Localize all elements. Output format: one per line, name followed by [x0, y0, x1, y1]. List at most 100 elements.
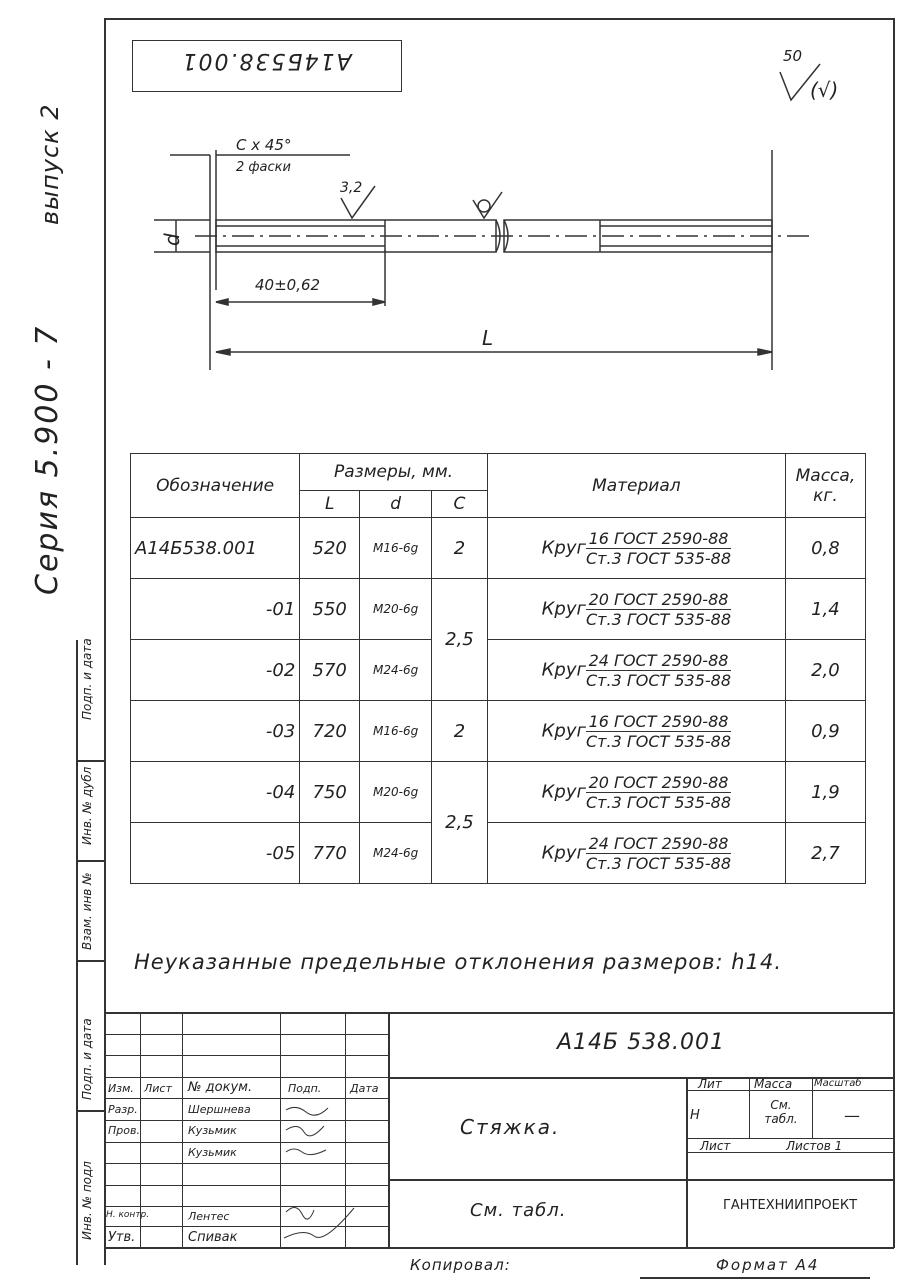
cell-L: 770 [299, 822, 361, 884]
stamp-replace-inv: Взам. инв № [80, 872, 94, 950]
tb-hsep-code [388, 1077, 894, 1079]
stamp-sign-date-1: Подп. и дата [80, 638, 94, 720]
cell-L: 750 [299, 761, 361, 823]
stamp-orig-inv: Инв. № подл [80, 1161, 94, 1240]
tb-col-sheet: Лист [144, 1082, 172, 1095]
material-num: 20 ГОСТ 2590-88 [585, 590, 732, 610]
chamfer-label: С х 45° [236, 136, 292, 154]
cell-d: М24-6g [359, 822, 433, 884]
tb-mass-value: См. табл. [764, 1098, 798, 1126]
format-underline [640, 1277, 870, 1279]
frame-right [893, 18, 895, 1248]
surface-label: 3,2 [340, 180, 363, 196]
tb-material: См. табл. [470, 1200, 567, 1221]
cell-c: 2,5 [431, 761, 488, 884]
col-mass: Масса, кг. [784, 453, 867, 518]
tb-lit-label: Лит [698, 1077, 722, 1091]
stamp-divider-2 [76, 860, 105, 862]
cell-designation: А14Б538.001 [129, 517, 301, 579]
grid-v1 [140, 1012, 141, 1247]
top-code: А14Б538.001 [180, 48, 352, 73]
cell-mass: 1,4 [784, 578, 867, 640]
material-num: 16 ГОСТ 2590-88 [585, 529, 732, 549]
tb-hsep-sheet2 [686, 1152, 894, 1153]
cell-c: 2,5 [431, 578, 488, 701]
cell-designation: -05 [129, 822, 301, 884]
material-word: Круг [541, 598, 586, 619]
tb-col-change: Изм. [108, 1082, 134, 1095]
cell-mass: 0,8 [784, 517, 867, 579]
grid-h6 [104, 1142, 388, 1143]
stamp-divider-1 [76, 760, 105, 762]
cell-L: 520 [299, 517, 361, 579]
length-label: L [482, 326, 494, 350]
roughness-icon [779, 63, 821, 102]
format-label: Формат А4 [716, 1256, 820, 1274]
tb-lit-value: Н [690, 1108, 700, 1123]
frame-top [104, 18, 894, 20]
tb-role: Пров. [108, 1124, 140, 1137]
grid-v3 [280, 1012, 281, 1247]
grid-h4 [104, 1098, 388, 1099]
material-den: Ст.3 ГОСТ 535-88 [585, 548, 732, 568]
cell-designation: -03 [129, 700, 301, 762]
col-designation: Обозначение [129, 453, 301, 518]
copied-label: Копировал: [410, 1256, 511, 1274]
tb-hsep-lit [686, 1090, 894, 1091]
material-den: Ст.3 ГОСТ 535-88 [585, 853, 732, 873]
material-den: Ст.3 ГОСТ 535-88 [585, 792, 732, 812]
tb-person: Шершнева [188, 1103, 251, 1116]
top-code-box [132, 40, 402, 92]
tb-scale-label: Масштаб [814, 1078, 862, 1089]
col-material: Материал [486, 453, 786, 518]
stamp-divider-4 [76, 1110, 105, 1112]
stamp-dup-inv: Инв. № дубл [80, 766, 94, 845]
cell-L: 720 [299, 700, 361, 762]
grid-v4 [345, 1012, 346, 1247]
tb-code: А14Б 538.001 [556, 1030, 726, 1055]
grid-h2 [104, 1055, 388, 1056]
tb-col-docnum: № докум. [188, 1080, 253, 1095]
grid-h3 [104, 1077, 388, 1078]
tb-vsep-mass [749, 1077, 750, 1138]
tolerance-note: Неуказанные предельные отклонения размер… [134, 950, 782, 974]
tb-org: ГАНТЕХНИИПРОЕКТ [722, 1198, 858, 1213]
cell-designation: -01 [129, 578, 301, 640]
grid-h7 [104, 1163, 388, 1164]
side-issue: выпуск 2 [36, 103, 64, 225]
part-drawing [154, 150, 810, 370]
cell-mass: 2,7 [784, 822, 867, 884]
roughness-paren: (√) [810, 78, 839, 102]
tb-col-date: Дата [350, 1082, 379, 1095]
cell-d: М20-6g [359, 761, 433, 823]
tb-sheets-label: Листов 1 [786, 1139, 843, 1153]
grid-v2 [182, 1012, 183, 1247]
tb-role: Н. контр. [106, 1210, 150, 1220]
material-den: Ст.3 ГОСТ 535-88 [585, 731, 732, 751]
tb-vsep-lit [686, 1077, 688, 1247]
material-den: Ст.3 ГОСТ 535-88 [585, 670, 732, 690]
material-den: Ст.3 ГОСТ 535-88 [585, 609, 732, 629]
cell-L: 570 [299, 639, 361, 701]
material-num: 24 ГОСТ 2590-88 [585, 834, 732, 854]
material-num: 24 ГОСТ 2590-88 [585, 651, 732, 671]
cell-designation: -02 [129, 639, 301, 701]
tb-scale-value: — [844, 1106, 860, 1125]
cell-d: М20-6g [359, 578, 433, 640]
tb-hsep-material [388, 1179, 894, 1181]
frame-bottom [104, 1247, 894, 1249]
grid-h8 [104, 1185, 388, 1186]
diameter-label: d [160, 233, 184, 246]
stamp-strip-left [76, 640, 78, 1265]
cell-mass: 2,0 [784, 639, 867, 701]
